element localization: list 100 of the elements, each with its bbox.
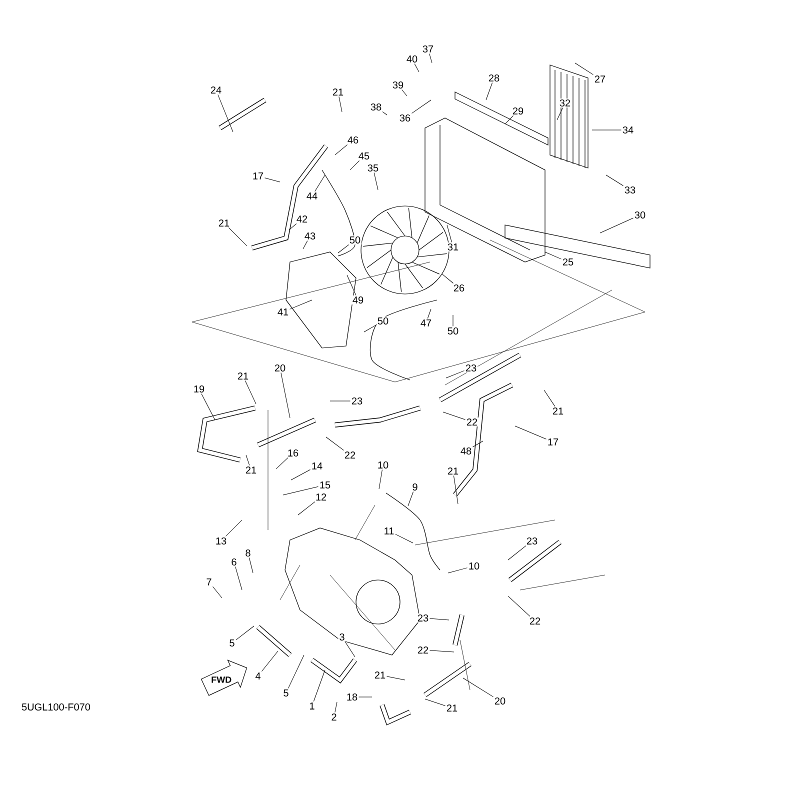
callout-number: 28	[487, 73, 501, 83]
callout-number: 34	[621, 125, 635, 135]
callout-number: 23	[350, 396, 364, 406]
callout-number: 23	[525, 536, 539, 546]
callout-number: 21	[217, 218, 231, 228]
leader-line	[334, 144, 348, 156]
callout-number: 41	[276, 308, 290, 316]
leader-line	[429, 53, 432, 64]
leader-line	[298, 501, 316, 516]
callout-number: 21	[551, 406, 565, 416]
callout-number: 17	[251, 172, 265, 180]
callout-number: 42	[295, 214, 309, 224]
leader-line	[446, 224, 452, 242]
callout-number: 4	[254, 672, 262, 680]
callout-number: 50	[348, 235, 362, 245]
callout-number: 26	[452, 283, 466, 293]
leader-line	[364, 324, 376, 332]
leader-line	[486, 82, 493, 100]
callout-number: 30	[633, 210, 647, 220]
callout-number: 48	[459, 446, 473, 456]
leader-line	[382, 111, 388, 116]
leader-line	[514, 426, 546, 440]
leader-line	[374, 172, 378, 190]
leader-line	[314, 174, 326, 192]
callout-number: 9	[411, 482, 419, 492]
callout-number: 21	[331, 88, 345, 96]
callout-number: 18	[345, 692, 359, 702]
leader-line	[453, 475, 458, 504]
callout-number: 40	[405, 54, 419, 64]
callout-number: 21	[244, 466, 258, 474]
callout-number: 35	[366, 163, 380, 173]
leader-line	[226, 520, 242, 536]
callout-number: 29	[511, 106, 525, 116]
leader-line	[430, 650, 454, 652]
leader-line	[326, 436, 344, 451]
leader-line	[248, 557, 254, 574]
callout-number: 10	[467, 561, 481, 571]
callout-number: 23	[416, 613, 430, 623]
leader-line	[246, 454, 250, 466]
leader-line	[358, 696, 372, 698]
callout-number: 21	[445, 704, 459, 712]
callout-number: 7	[205, 578, 213, 586]
leader-line	[276, 457, 288, 470]
callout-number: 46	[346, 135, 360, 145]
leader-line	[236, 626, 254, 640]
leader-line	[427, 308, 432, 319]
callout-number: 27	[593, 74, 607, 84]
leader-line	[556, 107, 564, 120]
leader-line	[288, 223, 297, 230]
leader-line	[544, 252, 562, 260]
leader-line	[201, 393, 216, 420]
callout-number: 14	[310, 462, 324, 470]
callout-number: 39	[391, 80, 405, 90]
leader-line	[288, 654, 304, 689]
callout-number: 22	[465, 418, 479, 426]
callout-number: 12	[314, 492, 328, 502]
leader-line	[313, 670, 326, 702]
leader-line	[600, 218, 634, 234]
callout-number: 24	[209, 86, 223, 94]
leader-line	[338, 244, 350, 254]
leader-line	[462, 678, 494, 698]
callout-number: 13	[214, 536, 228, 546]
leader-line	[446, 370, 464, 378]
leader-line	[424, 698, 446, 706]
leader-line	[442, 274, 454, 284]
callout-number: 25	[561, 257, 575, 267]
callout-number: 45	[357, 152, 371, 160]
leader-line	[412, 100, 432, 114]
leader-line	[442, 412, 466, 420]
callout-number: 16	[286, 448, 300, 458]
callout-number: 10	[376, 460, 390, 470]
leader-line	[338, 96, 342, 112]
leader-line	[344, 642, 356, 658]
callout-number: 22	[416, 646, 430, 654]
leader-line	[386, 676, 406, 680]
leader-line	[378, 469, 382, 490]
leader-line	[290, 300, 312, 310]
callout-number: 21	[373, 670, 387, 680]
leader-line	[330, 400, 350, 402]
leader-line	[218, 94, 234, 132]
callout-number: 6	[230, 557, 238, 567]
leader-line	[606, 174, 624, 186]
leader-line	[244, 380, 256, 404]
leader-line	[334, 702, 338, 713]
callout-number: 17	[546, 438, 560, 446]
callout-number: 2	[330, 712, 338, 722]
leader-line	[448, 568, 468, 574]
callout-number: 38	[369, 102, 383, 112]
callout-number: 19	[192, 384, 206, 394]
callout-number: 44	[305, 192, 319, 200]
callout-number: 11	[382, 526, 396, 536]
leader-line	[544, 390, 556, 407]
leader-line	[408, 491, 414, 506]
leader-line	[290, 469, 310, 480]
leader-line	[350, 160, 360, 170]
callout-number: 5	[282, 688, 290, 698]
callout-number: 33	[623, 185, 637, 195]
callout-number: 22	[528, 616, 542, 626]
callout-number: 47	[419, 318, 433, 328]
callout-number: 3	[338, 632, 346, 642]
